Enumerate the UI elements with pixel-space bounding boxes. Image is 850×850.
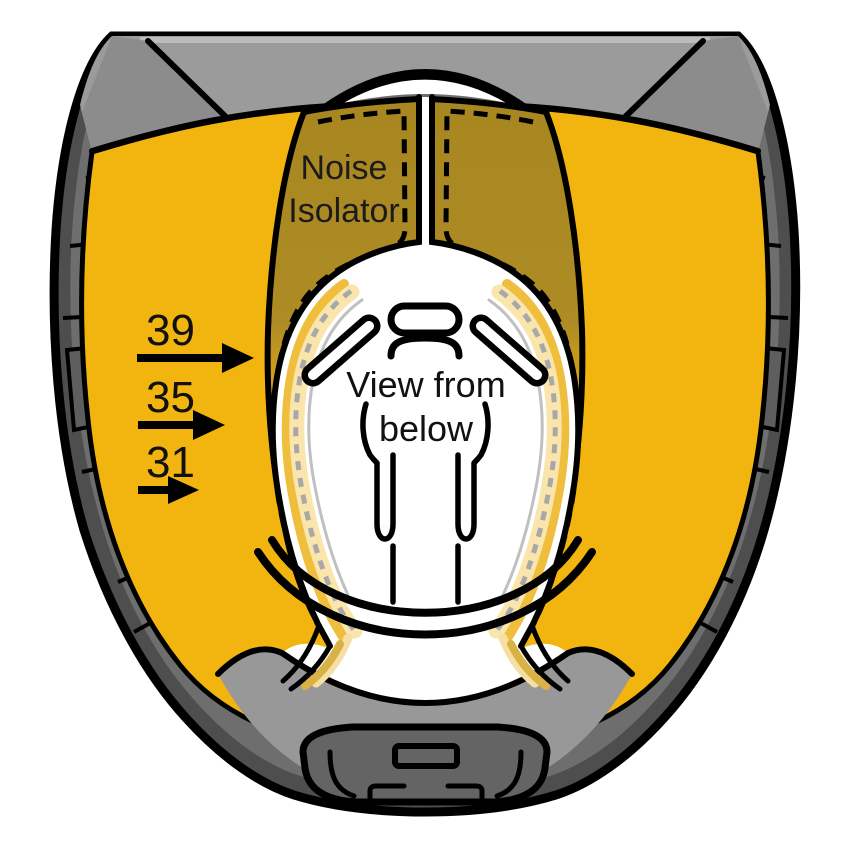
chin-bar-curves [327, 749, 524, 805]
top-highlight [140, 37, 710, 43]
corner-strips-right [498, 625, 571, 692]
center-vent-capsule [387, 302, 463, 337]
size-marker-35: 35 [138, 373, 225, 440]
annotations: Noise Isolator View from below 39 35 31 [137, 149, 506, 504]
strap-guides [360, 401, 491, 605]
noise-isolator-label-line2: Isolator [288, 192, 400, 230]
chin-gray-edge [215, 646, 635, 706]
noise-isolator-label-line1: Noise [301, 149, 388, 187]
shell-top-band [80, 36, 770, 152]
size-marker-31: 31 [138, 438, 199, 504]
side-vent-right [469, 314, 549, 387]
notch-arc-thin [314, 69, 536, 114]
size-value-35: 35 [146, 373, 195, 422]
chin-vent [392, 743, 460, 769]
arrow-icon [137, 343, 254, 373]
neck-roll-arcs [254, 536, 596, 639]
notch-arc-thick [325, 70, 525, 111]
view-from-below-line1: View from [346, 364, 505, 405]
strap-curve-left [360, 401, 396, 542]
arrow-icon [138, 476, 199, 504]
top-notch [314, 69, 536, 114]
corner-strips-left [280, 625, 353, 692]
size-value-39: 39 [146, 306, 195, 355]
side-vent-left [301, 314, 381, 387]
vent-glyphs [301, 302, 549, 387]
face-opening [269, 94, 582, 703]
center-vent-arc [387, 334, 463, 360]
size-marker-39: 39 [137, 306, 254, 373]
strap-curve-right [455, 401, 491, 542]
opening-outline [269, 94, 582, 649]
chin-bar [299, 723, 551, 806]
view-from-below-line2: below [379, 408, 474, 449]
arrow-icon [138, 410, 225, 440]
opening-white [271, 97, 579, 703]
